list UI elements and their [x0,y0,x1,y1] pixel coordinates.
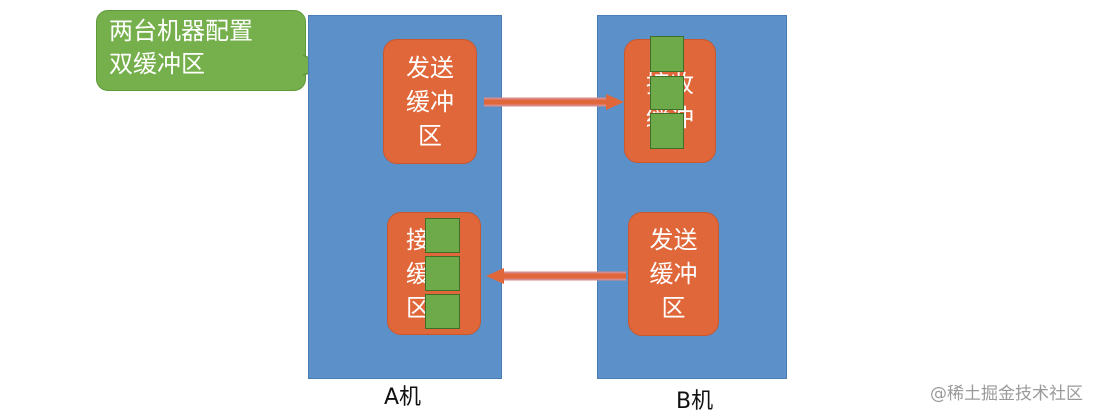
callout-line-1: 两台机器配置 [109,17,253,45]
data-block [425,256,460,291]
buffer-text-line: 发送 [649,226,698,254]
callout-line-2: 双缓冲区 [109,50,205,78]
buffer-text-line: 缓冲 [649,260,698,288]
buffer-text-line: 区 [661,294,686,322]
buffer-text-line: 发送 [406,53,454,82]
data-block [425,218,460,253]
callout-bubble: 两台机器配置 双缓冲区 [96,10,306,91]
watermark: @稀土掘金技术社区 [930,384,1083,404]
machine-b-label: B机 [676,389,714,414]
buffer-text-line: 区 [418,121,442,150]
machine-a-label: A机 [384,385,422,410]
arrow-b-to-a [486,268,626,284]
data-block [650,36,684,72]
buffer-text-line: 缓冲 [406,87,454,116]
data-block [650,113,684,149]
arrow-a-to-b [484,94,624,110]
data-block [425,294,460,329]
data-block [650,76,684,110]
machine-a-send-buffer: 发送 缓冲 区 [383,39,477,164]
machine-b-send-buffer: 发送 缓冲 区 [628,212,719,336]
